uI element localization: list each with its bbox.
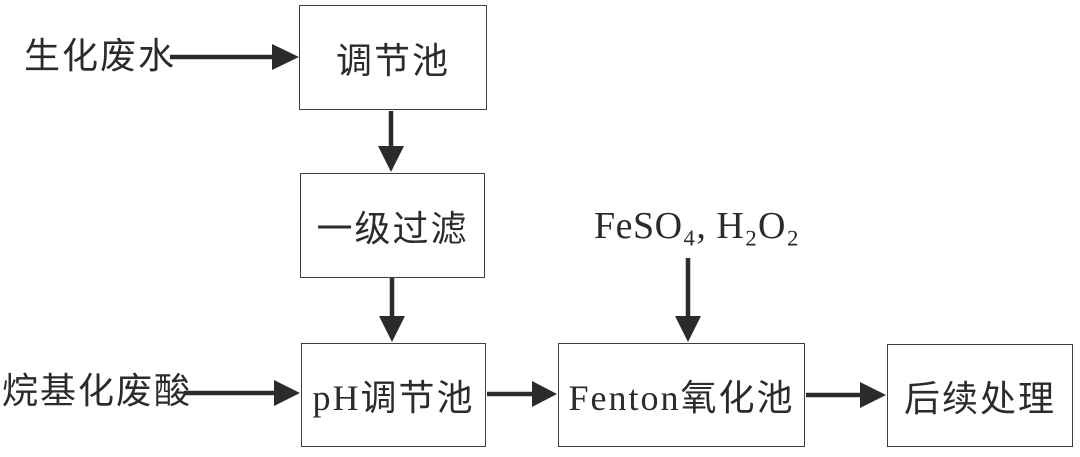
input-label-alkylation-waste-acid: 烷基化废酸 [2,371,193,411]
node-primary-filtration-label: 一级过滤 [316,208,469,249]
node-post-treatment-label: 后续处理 [903,378,1056,419]
arrow-fenton-tank-to-post-treatment [806,382,886,408]
node-primary-filtration: 一级过滤 [300,173,485,278]
node-fenton-oxidation-tank: Fenton氧化池 [558,343,805,447]
arrow-regulating-tank-to-primary-filtration [378,111,404,172]
node-fenton-oxidation-tank-label: Fenton氧化池 [568,378,795,418]
input-label-fenton-reagents: FeSO₄, H₂O₂ [594,205,800,247]
arrow-fenton-reagents-to-fenton-tank [675,258,701,342]
arrow-ph-adjust-tank-to-fenton-tank [487,381,557,407]
node-ph-adjust-tank: pH调节池 [301,343,486,447]
node-regulating-tank-label: 调节池 [335,40,450,81]
arrow-biochemical-wastewater-to-regulating-tank [170,44,299,70]
arrow-alkylation-waste-acid-to-ph-adjust-tank [184,380,300,406]
node-ph-adjust-tank-label: pH调节池 [312,378,475,418]
arrow-primary-filtration-to-ph-adjust-tank [379,278,405,342]
node-post-treatment: 后续处理 [887,344,1073,447]
node-regulating-tank: 调节池 [299,5,487,110]
input-label-biochemical-wastewater: 生化废水 [24,36,177,76]
